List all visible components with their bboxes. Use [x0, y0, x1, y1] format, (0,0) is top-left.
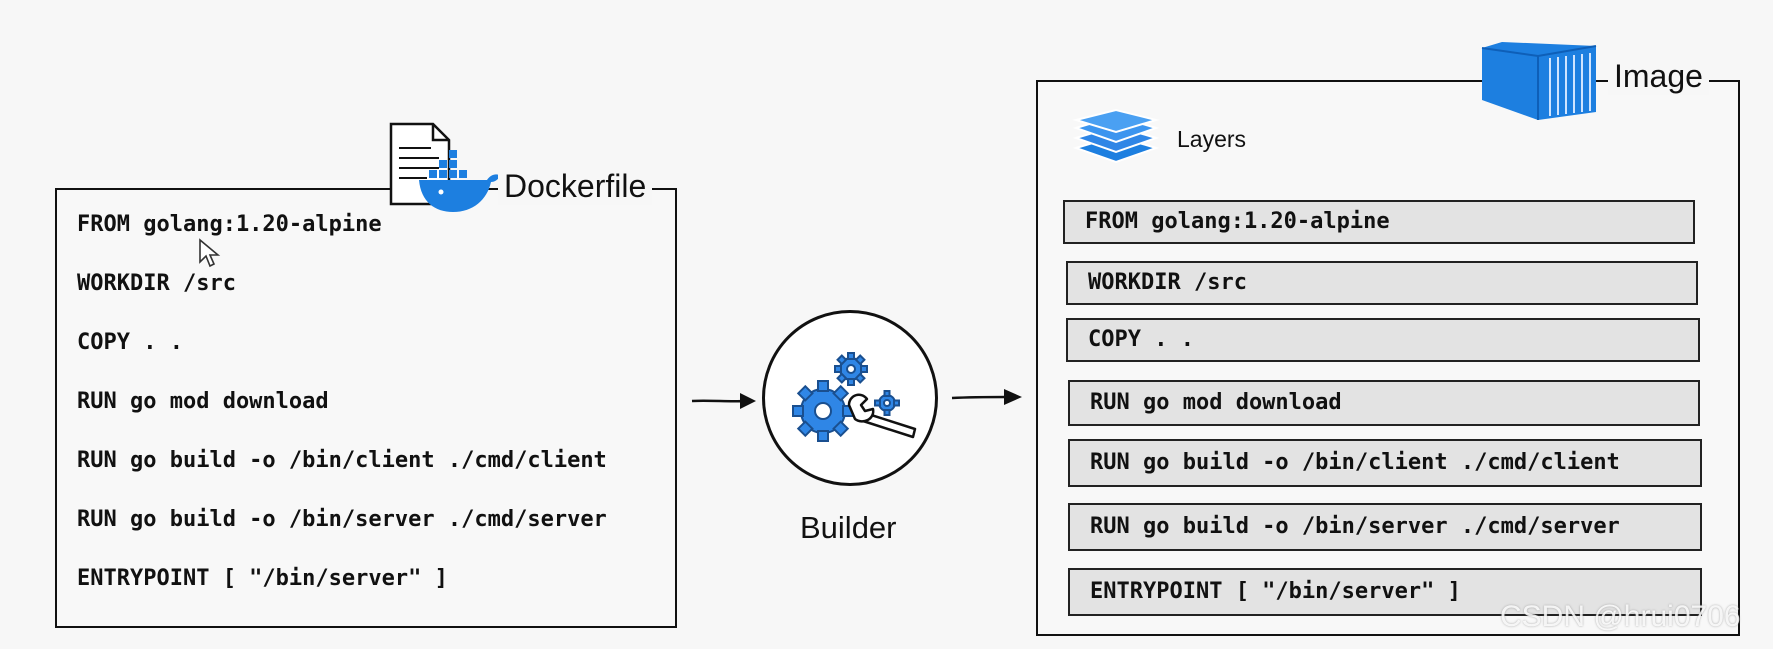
dockerfile-line: WORKDIR /src	[77, 271, 236, 296]
dockerfile-icon	[389, 122, 501, 212]
image-layer-row: COPY . .	[1066, 318, 1700, 362]
dockerfile-line: ENTRYPOINT [ "/bin/server" ]	[77, 566, 448, 591]
layers-stack-icon	[1072, 108, 1160, 164]
layers-label: Layers	[1177, 126, 1247, 152]
cursor-icon	[199, 238, 221, 268]
container-icon	[1481, 42, 1597, 120]
image-layer-row: RUN go build -o /bin/server ./cmd/server	[1068, 503, 1702, 551]
watermark: CSDN @hrui0706	[1500, 600, 1741, 633]
image-layer-row: RUN go mod download	[1068, 380, 1700, 426]
dockerfile-line: FROM golang:1.20-alpine	[77, 212, 382, 237]
builder-circle	[762, 310, 938, 486]
image-layer-row: FROM golang:1.20-alpine	[1063, 200, 1695, 244]
dockerfile-line: COPY . .	[77, 330, 183, 355]
image-title: Image	[1608, 58, 1709, 95]
dockerfile-title: Dockerfile	[498, 168, 653, 205]
arrow-to-image-icon	[951, 389, 1022, 405]
dockerfile-line: RUN go build -o /bin/client ./cmd/client	[77, 448, 607, 473]
dockerfile-panel: FROM golang:1.20-alpine WORKDIR /src COP…	[55, 188, 677, 628]
gears-wrench-icon	[792, 352, 917, 442]
image-layer-row: RUN go build -o /bin/client ./cmd/client	[1068, 439, 1702, 487]
dockerfile-line: RUN go build -o /bin/server ./cmd/server	[77, 507, 607, 532]
dockerfile-line: RUN go mod download	[77, 389, 329, 414]
image-layer-row: WORKDIR /src	[1066, 261, 1698, 305]
builder-label: Builder	[800, 510, 897, 545]
docker-whale-icon	[419, 150, 501, 212]
image-layer-row: ENTRYPOINT [ "/bin/server" ]	[1068, 568, 1702, 616]
arrow-to-builder-icon	[691, 393, 756, 409]
